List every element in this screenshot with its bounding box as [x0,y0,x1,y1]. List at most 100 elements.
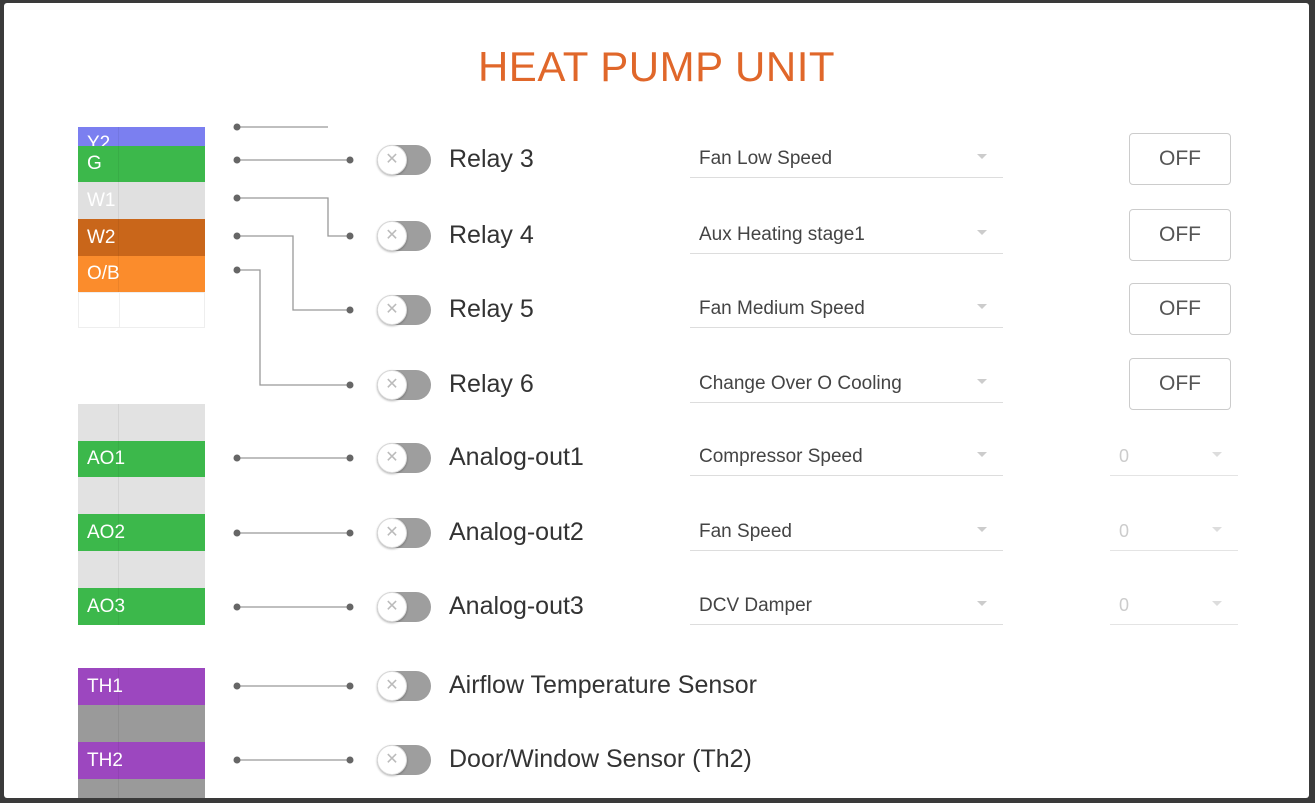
enable-toggle[interactable]: ✕ [377,745,431,775]
terminal-label: O/B [87,263,120,284]
terminal-ao1: AO1 [78,441,205,477]
enable-toggle[interactable]: ✕ [377,592,431,622]
terminal-w1: W1 [78,182,205,219]
wiring-diagram [233,123,354,764]
wire-endpoint-dot [233,756,241,764]
terminal-ao2: AO2 [78,514,205,551]
mapping-value: Fan Low Speed [699,147,833,169]
wire-endpoint-dot [346,756,354,764]
relay-state-button[interactable]: OFF [1129,209,1231,261]
wire [237,269,350,386]
wire-endpoint-dot [346,232,354,240]
close-x-icon: ✕ [377,145,407,175]
wire-endpoint-dot [346,682,354,690]
terminal-g: G [78,146,205,182]
enable-toggle[interactable]: ✕ [377,671,431,701]
mapping-dropdown[interactable]: Compressor Speed [690,438,1003,476]
wire-endpoint-dot [233,454,241,462]
mapping-dropdown[interactable]: Fan Low Speed [690,140,1003,178]
enable-toggle[interactable]: ✕ [377,443,431,473]
close-x-icon: ✕ [377,221,407,251]
mapping-dropdown[interactable]: Fan Medium Speed [690,290,1003,328]
relay-state-button[interactable]: OFF [1129,133,1231,185]
close-x-icon: ✕ [377,671,407,701]
wire-endpoint-dot [346,381,354,389]
terminal-w2: W2 [78,219,205,256]
wire-endpoint-dot [233,123,241,131]
page-title: HEAT PUMP UNIT [477,43,836,90]
enable-toggle[interactable]: ✕ [377,295,431,325]
wire-endpoint-dot [233,603,241,611]
close-x-icon: ✕ [377,443,407,473]
mapping-value: Fan Medium Speed [699,297,865,319]
terminal-ao3: AO3 [78,588,205,625]
terminal-label: AO1 [87,448,126,469]
terminal-blank [78,779,205,798]
mapping-value: Change Over O Cooling [699,372,902,394]
enable-toggle[interactable]: ✕ [377,370,431,400]
terminal-label: W2 [87,226,116,248]
terminal-label: G [87,153,102,174]
caret-down-icon [977,601,987,606]
output-label: Analog-out2 [449,518,584,546]
analog-value-dropdown[interactable]: 0 [1110,438,1238,476]
caret-down-icon [1212,527,1222,532]
wire [237,235,350,311]
mapping-value: Compressor Speed [699,445,863,467]
relay-state-button[interactable]: OFF [1129,283,1231,335]
terminal-th1: TH1 [78,668,205,705]
terminal-y2: Y2 [78,127,205,146]
terminal-label: TH2 [87,749,123,771]
wire-endpoint-dot [233,529,241,537]
close-x-icon: ✕ [377,370,407,400]
enable-toggle[interactable]: ✕ [377,221,431,251]
wire-endpoint-dot [346,306,354,314]
mapping-value: Aux Heating stage1 [699,223,865,245]
terminal-label: Y2 [87,133,111,146]
caret-down-icon [977,230,987,235]
mapping-dropdown[interactable]: Change Over O Cooling [690,365,1003,403]
mapping-dropdown[interactable]: Fan Speed [690,513,1003,551]
caret-down-icon [1212,601,1222,606]
analog-value-dropdown[interactable]: 0 [1110,587,1238,625]
wire-endpoint-dot [346,529,354,537]
close-x-icon: ✕ [377,592,407,622]
terminal-blank [78,705,205,742]
mapping-value: Fan Speed [699,520,792,542]
relay-state-button[interactable]: OFF [1129,358,1231,410]
analog-value-dropdown[interactable]: 0 [1110,513,1238,551]
wire-endpoint-dot [233,232,241,240]
caret-down-icon [977,304,987,309]
caret-down-icon [977,452,987,457]
terminal-blank [78,551,205,588]
wire-endpoint-dot [233,194,241,202]
wire-endpoint-dot [346,156,354,164]
output-label: Analog-out3 [449,592,584,620]
output-label: Relay 6 [449,370,534,398]
close-x-icon: ✕ [377,745,407,775]
caret-down-icon [1212,452,1222,457]
terminal-o-b: O/B [78,256,205,292]
output-label: Door/Window Sensor (Th2) [449,745,752,773]
close-x-icon: ✕ [377,295,407,325]
caret-down-icon [977,379,987,384]
mapping-dropdown[interactable]: DCV Damper [690,587,1003,625]
terminal-label: AO2 [87,521,126,543]
analog-value: 0 [1119,595,1130,615]
analog-value: 0 [1119,521,1130,541]
caret-down-icon [977,154,987,159]
terminal-label: W1 [87,189,116,211]
enable-toggle[interactable]: ✕ [377,145,431,175]
mapping-value: DCV Damper [699,594,812,616]
wire [237,197,350,237]
terminal-blank [78,292,205,328]
output-label: Relay 4 [449,221,534,249]
wire-endpoint-dot [233,156,241,164]
mapping-dropdown[interactable]: Aux Heating stage1 [690,216,1003,254]
wire-endpoint-dot [233,266,241,274]
output-label: Relay 5 [449,295,534,323]
output-label: Airflow Temperature Sensor [449,671,758,699]
terminal-blank [78,404,205,441]
enable-toggle[interactable]: ✕ [377,518,431,548]
